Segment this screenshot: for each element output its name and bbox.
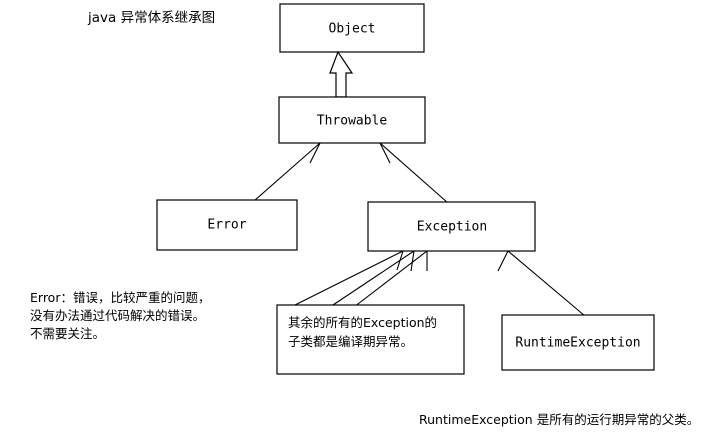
node-throwable[interactable]: Throwable: [278, 96, 426, 144]
node-throwable-label: Throwable: [317, 114, 388, 129]
edge-checked-note-to-exception-2: [329, 250, 415, 308]
edge-exception-throwable-line: [379, 142, 449, 204]
edge-checked-2-arrowhead: [410, 250, 415, 272]
edge-throwable-to-object: [329, 50, 354, 98]
diagram-title: java 异常体系继承图: [87, 10, 215, 26]
edge-checked-1-line: [290, 250, 404, 308]
node-runtime-exception[interactable]: RuntimeException: [501, 314, 655, 371]
note-error-description: Error：错误，比较严重的问题， 没有办法通过代码解决的错误。 不需要关注。: [30, 290, 210, 341]
node-object-label: Object: [329, 22, 376, 37]
edge-checked-3-line: [353, 250, 428, 308]
node-exception[interactable]: Exception: [367, 201, 536, 252]
checked-note-line-2: 子类都是编译期异常。: [288, 334, 413, 349]
edge-error-throwable-line: [253, 142, 321, 202]
node-exception-label: Exception: [417, 220, 487, 235]
generalization-arrow-icon: [329, 50, 354, 98]
error-note-line-2: 没有办法通过代码解决的错误。: [30, 308, 205, 323]
node-error-rect[interactable]: [156, 199, 298, 251]
node-checked-exception-note[interactable]: 其余的所有的Exception的 子类都是编译期异常。: [276, 304, 465, 375]
node-runtime-exception-rect[interactable]: [501, 314, 655, 371]
node-object-rect[interactable]: [279, 3, 425, 53]
node-exception-rect[interactable]: [367, 201, 536, 252]
edge-exception-throwable-arrowhead: [379, 142, 391, 164]
error-note-line-1: Error：错误，比较严重的问题，: [30, 290, 210, 305]
error-note-line-3: 不需要关注。: [30, 326, 105, 341]
edge-checked-note-to-exception-3: [353, 250, 428, 308]
edge-error-to-throwable: [253, 142, 321, 202]
checked-note-line-1: 其余的所有的Exception的: [288, 315, 437, 330]
edge-runtime-arrowhead: [497, 250, 509, 272]
edge-error-throwable-arrowhead: [309, 142, 321, 164]
node-object[interactable]: Object: [279, 3, 425, 53]
node-throwable-rect[interactable]: [278, 96, 426, 144]
edge-runtimeexception-to-exception: [497, 250, 586, 317]
edge-runtime-line: [507, 250, 586, 317]
edge-exception-to-throwable: [379, 142, 449, 204]
edge-checked-note-to-exception-1: [290, 250, 404, 308]
node-error[interactable]: Error: [156, 199, 298, 251]
edge-checked-2-line: [329, 250, 415, 308]
node-error-label: Error: [207, 218, 246, 233]
node-runtime-exception-label: RuntimeException: [515, 336, 640, 351]
node-checked-note-rect[interactable]: [276, 304, 465, 375]
footer-note-text: RuntimeException 是所有的运行期异常的父类。: [419, 412, 699, 427]
note-footer-runtimeexception: RuntimeException 是所有的运行期异常的父类。: [419, 412, 699, 427]
